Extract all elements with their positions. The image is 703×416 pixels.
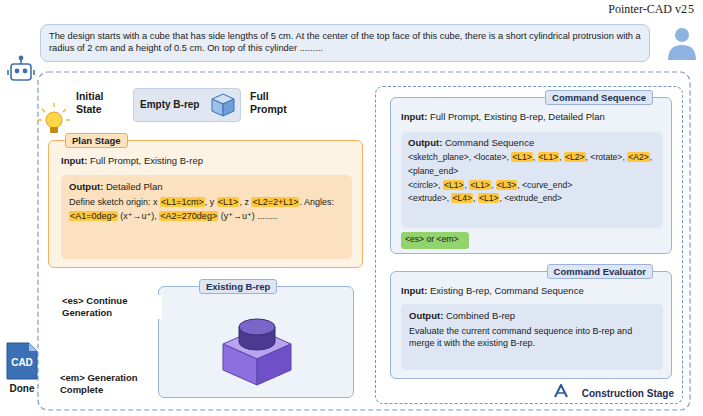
output-box: Output: Combined B-repEvaluate the curre… bbox=[401, 304, 663, 370]
user-icon bbox=[668, 28, 696, 60]
outer-region bbox=[38, 72, 690, 410]
construction-icon bbox=[554, 384, 568, 398]
output-box: Output: Command Sequence <sketch_plane>, … bbox=[401, 132, 663, 228]
input-text: Input: Existing B-rep, Command Sequence bbox=[401, 285, 661, 296]
done-label: Done bbox=[4, 383, 40, 394]
state-label: Initial State bbox=[76, 90, 120, 116]
cube-icon bbox=[210, 92, 236, 118]
tag-text: <es> or <em> bbox=[405, 234, 465, 244]
file-label: CAD bbox=[6, 357, 38, 368]
robot-icon bbox=[8, 56, 34, 80]
plan-text: Define sketch origin: x <L1=1cm>, y <L1>… bbox=[69, 196, 344, 224]
input-text: Input: Full Prompt, Existing B-rep bbox=[61, 155, 350, 166]
input-label: Full Prompt bbox=[250, 90, 290, 116]
token-line: <extrude>, <L4>, <L1>, <extrude_end> bbox=[408, 192, 656, 206]
body-text: Evaluate the current command sequence in… bbox=[409, 325, 655, 349]
output-title: Output: Combined B-rep bbox=[409, 310, 655, 321]
state-box: Empty B-rep bbox=[133, 88, 241, 122]
edge-label: <es> Continue Generation bbox=[62, 295, 162, 319]
stage-box: Plan StageInput: Full Prompt, Existing B… bbox=[48, 140, 363, 268]
edge-label: <em> Generation Complete bbox=[60, 372, 156, 396]
brep-box: Existing B-rep bbox=[158, 286, 354, 398]
stage-title: Plan Stage bbox=[65, 133, 128, 148]
stage-title: Command Sequence bbox=[545, 90, 653, 105]
construction-region: Construction StageCommand SequenceInput:… bbox=[375, 86, 683, 404]
cad-file: CADDone bbox=[6, 342, 38, 380]
page-number: 5 bbox=[688, 2, 694, 17]
output-title: Output: Detailed Plan bbox=[69, 181, 344, 192]
region-label: Construction Stage bbox=[582, 388, 674, 399]
prompt-text: The design starts with a cube that has s… bbox=[49, 30, 641, 54]
brep-icon bbox=[219, 309, 295, 387]
output-title: Output: Command Sequence bbox=[408, 137, 656, 148]
running-header: Pointer-CAD v2 bbox=[608, 2, 687, 17]
box-title: Existing B-rep bbox=[199, 279, 277, 294]
prompt-box: The design starts with a cube that has s… bbox=[40, 24, 650, 62]
output-box: Output: Detailed PlanDefine sketch origi… bbox=[61, 175, 352, 259]
stage-title: Command Evaluator bbox=[547, 264, 653, 279]
box-label: Empty B-rep bbox=[140, 99, 234, 110]
stage-box: Command SequenceInput: Full Prompt, Exis… bbox=[390, 97, 672, 254]
lightbulb-icon bbox=[38, 103, 70, 133]
token-line: <circle>, <L1>, <L1>, <L3>, <curve_end> bbox=[408, 179, 656, 193]
input-text: Input: Full Prompt, Existing B-rep, Deta… bbox=[401, 111, 661, 122]
stage-box: Command EvaluatorInput: Existing B-rep, … bbox=[390, 271, 672, 379]
token-tag: <es> or <em> bbox=[401, 232, 469, 249]
token-line: <sketch_plane>, <locate>, <L1>, <L1>, <L… bbox=[408, 151, 656, 179]
